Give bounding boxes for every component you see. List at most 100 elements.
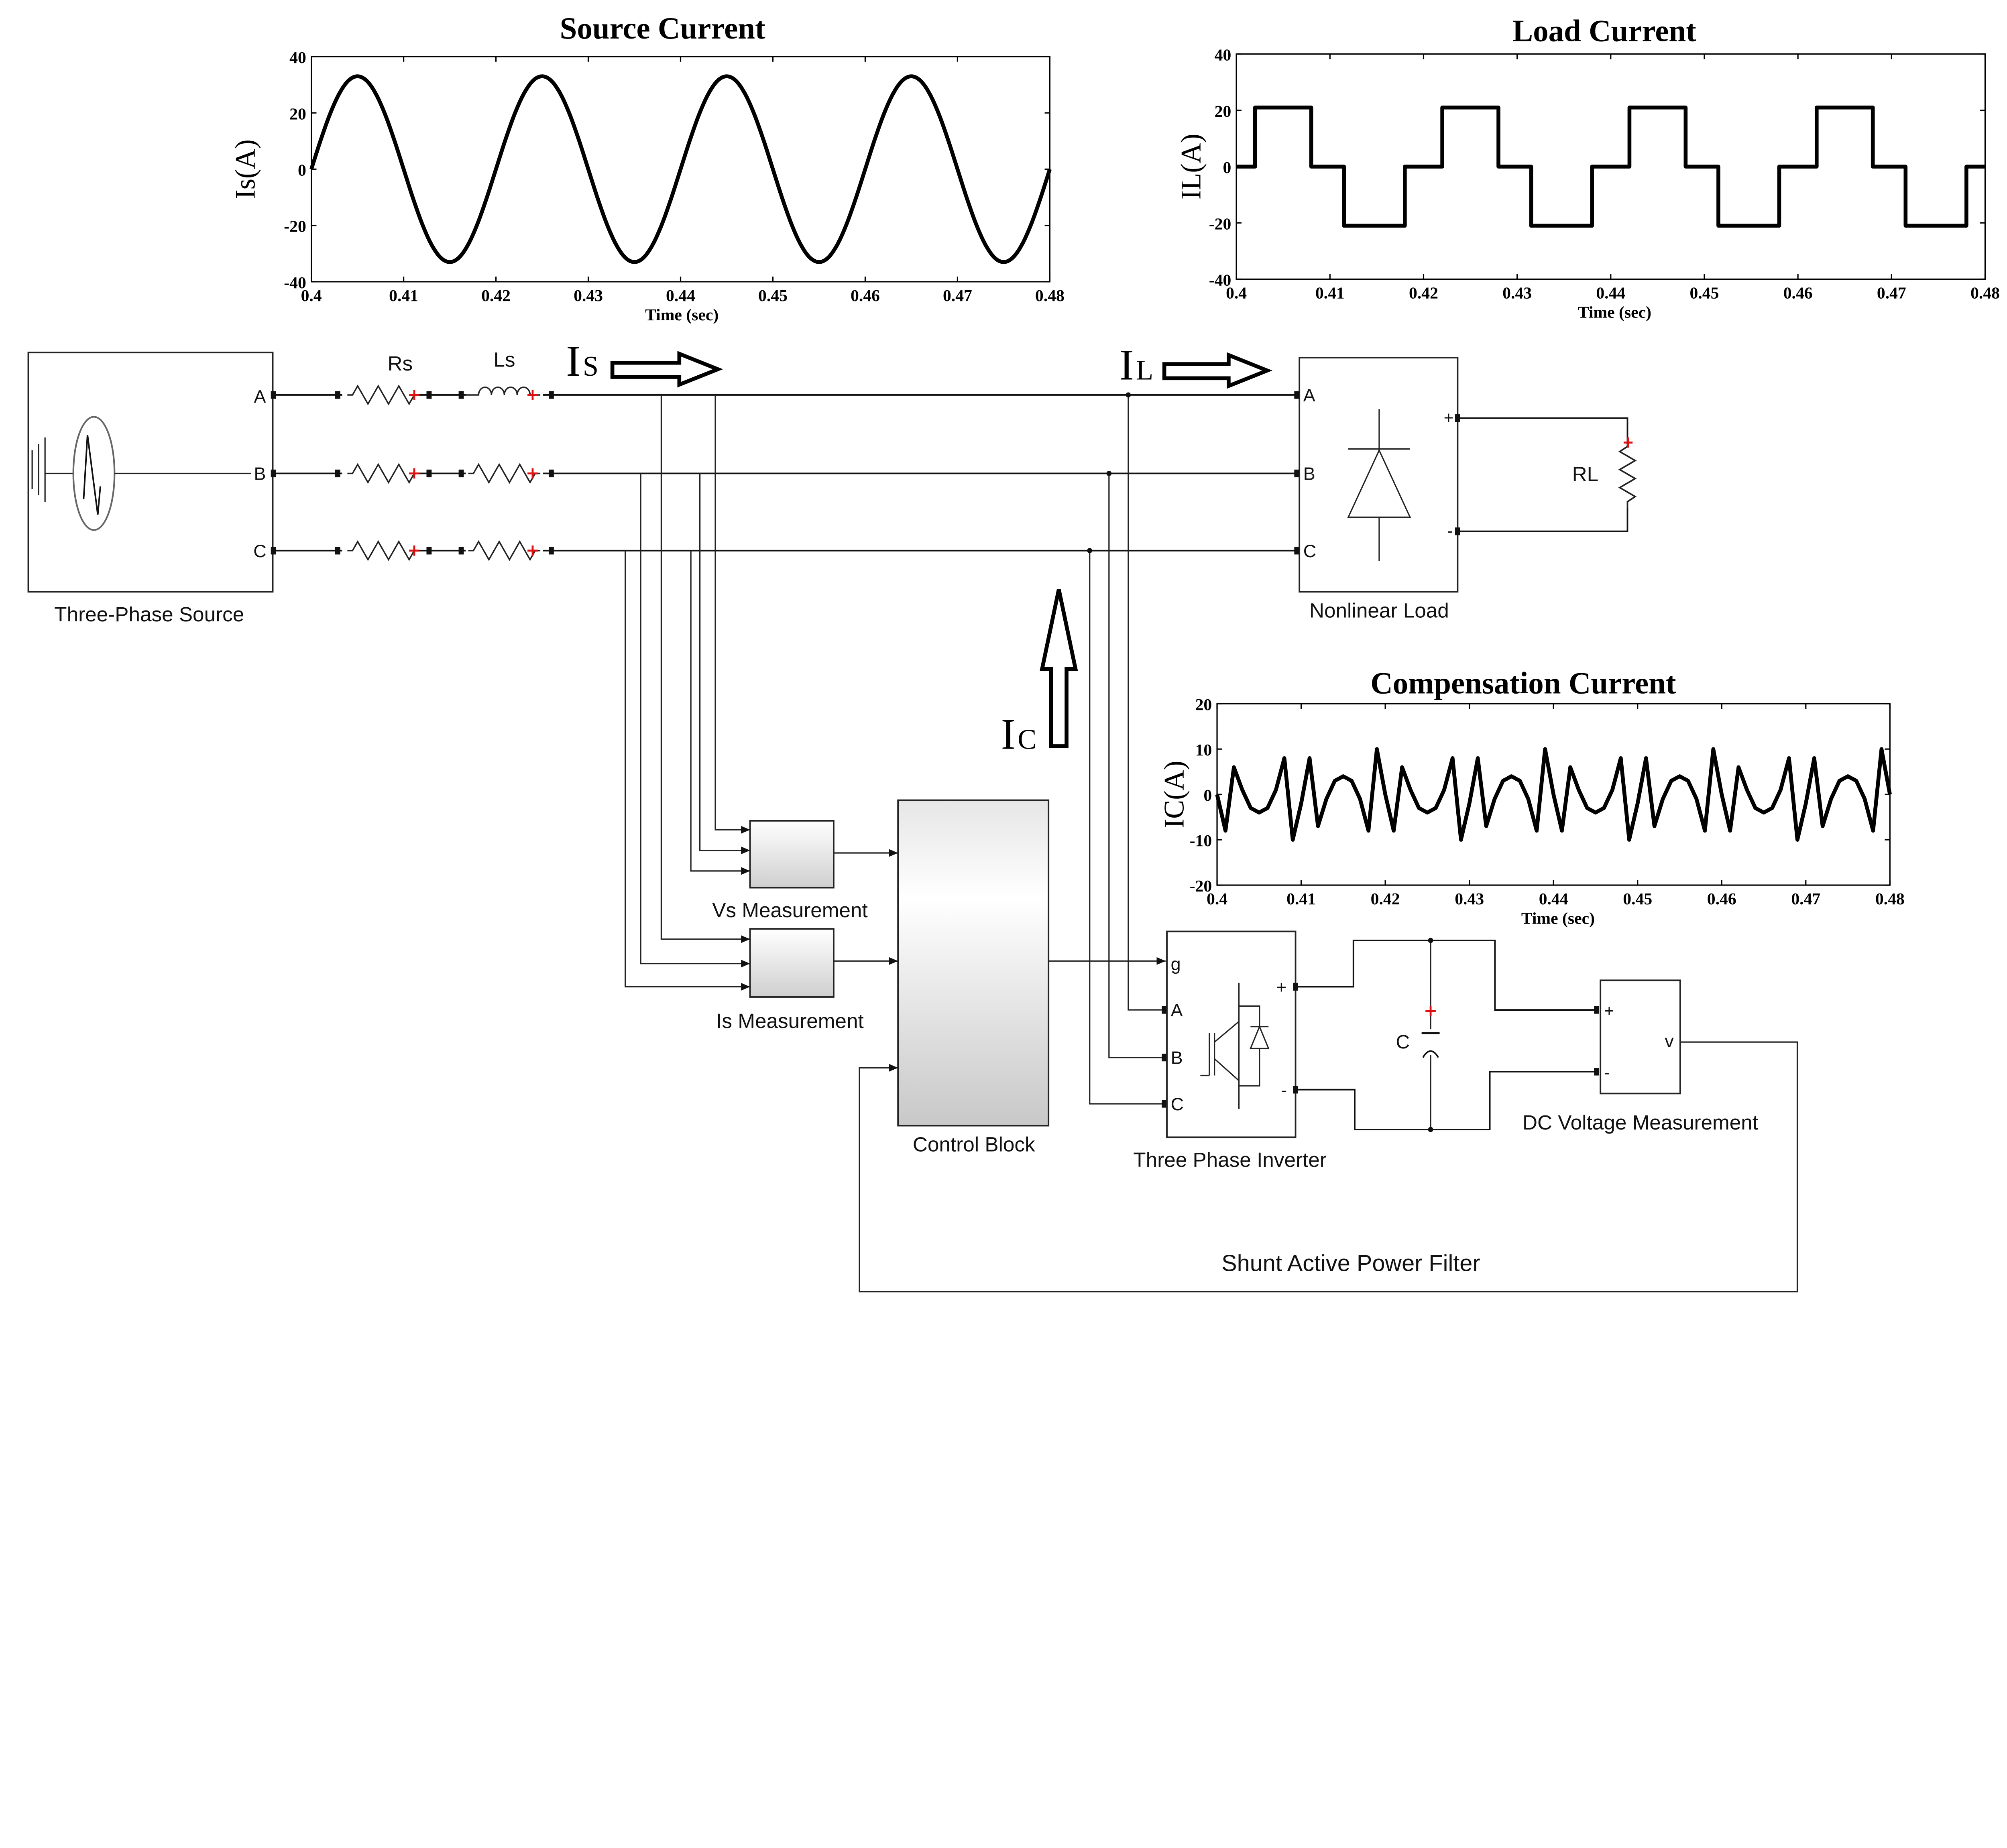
is-label-sub: S [583,351,598,382]
polarity-plus-icon [1425,1006,1436,1017]
y-axis-label: Is(A) [230,139,261,199]
il-arrow: I L [1119,341,1272,389]
y-tick-label: -20 [284,218,306,236]
x-tick-label: 0.47 [1791,890,1820,908]
shunt-apf-diagram: 0.4 0.41 0.42 0.43 0.44 0.45 0.46 0.47 0.48 40 20 0… [27,11,2000,1292]
x-tick-label: 0.43 [574,287,603,305]
x-axis-label: Time (sec) [1578,303,1651,322]
right-arrow-icon [1162,352,1272,389]
x-axis-label: Time (sec) [645,306,719,324]
system-label: Shunt Active Power Filter [1221,1251,1480,1276]
y-tick-label: 20 [1195,696,1212,714]
measurement-taps [625,395,750,991]
inverter-box[interactable] [1166,930,1297,1138]
source-port-b: B [254,464,266,484]
y-tick-label: -10 [1190,832,1212,850]
x-tick-label: 0.46 [1783,284,1813,303]
x-tick-label: 0.46 [851,287,880,305]
inverter-minus: - [1281,1080,1287,1100]
ic-arrow: I C [1001,588,1078,758]
junction-dot [1106,471,1112,476]
vs-measurement-block[interactable]: Vs Measurement [712,820,868,922]
y-tick-label: 10 [1195,741,1212,759]
port-terminal [271,469,276,478]
y-tick-label: -40 [1209,271,1231,290]
capacitor-label: C [1396,1031,1410,1053]
x-tick-label: 0.45 [1623,890,1652,908]
x-tick-label: 0.4 [1226,284,1247,303]
ic-label-sub: C [1018,724,1036,755]
dc-meas-plus: + [1604,1001,1614,1020]
x-tick-label: 0.47 [943,287,972,305]
port-terminal [1293,983,1298,991]
dc-capacitor: C [1396,1006,1440,1058]
dc-voltage-measurement-block[interactable]: + - v DC Voltage Measurement [1523,979,1758,1134]
polarity-plus-icon [1623,437,1633,448]
x-tick-label: 0.42 [481,287,511,305]
x-tick-label: 0.46 [1707,890,1736,908]
resistor-icon [1618,440,1637,509]
x-tick-label: 0.48 [1970,284,2000,303]
x-tick-label: 0.45 [758,287,788,305]
is-measurement-box[interactable] [749,928,835,998]
resistor-icon [347,540,419,561]
nonlinear-load-block[interactable]: A B C + - Nonlinear Load [1299,357,1459,622]
y-axis-label: IL(A) [1175,134,1207,199]
y-tick-label: -40 [284,274,306,292]
port-terminal [1455,414,1460,422]
dc-measurement-label: DC Voltage Measurement [1523,1111,1758,1134]
source-box[interactable] [27,352,274,593]
diode-bridge-icon [1347,409,1411,561]
junction-dot [1087,548,1093,554]
x-tick-label: 0.43 [1455,890,1484,908]
il-label-main: I [1119,341,1134,389]
x-tick-label: 0.41 [389,287,418,305]
dc-measurement-box[interactable] [1600,979,1681,1095]
control-label: Control Block [913,1133,1035,1156]
port-terminal [458,547,464,555]
x-tick-label: 0.44 [1596,284,1625,303]
inverter-port-g: g [1171,954,1181,974]
polarity-plus-icon [409,390,419,400]
port-terminal [458,391,464,399]
load-minus: - [1447,521,1453,540]
feedback-wire [859,1041,1798,1292]
source-label: Three-Phase Source [54,603,244,626]
igbt-icon [1200,983,1270,1109]
load-plus: + [1444,408,1453,427]
y-tick-label: -20 [1190,877,1212,896]
load-port-a: A [1303,385,1315,405]
dc-meas-output: v [1665,1031,1674,1051]
is-measurement-block[interactable]: Is Measurement [716,928,864,1032]
y-tick-label: 0 [1203,786,1212,805]
y-tick-label: 40 [289,49,306,67]
x-tick-label: 0.41 [1315,284,1345,303]
inverter-port-b: B [1171,1048,1183,1068]
port-terminal [1294,469,1300,478]
x-tick-label: 0.4 [1207,890,1227,908]
port-terminal [335,469,340,478]
vs-measurement-box[interactable] [749,820,835,889]
port-terminal [426,469,432,478]
port-terminal [1294,547,1300,555]
chart-title: Source Current [560,11,765,45]
port-terminal [548,391,554,399]
three-phase-source-block[interactable]: A B C Three-Phase Source [27,352,274,626]
ic-label-main: I [1001,710,1016,758]
is-label-main: I [566,337,580,385]
x-tick-label: 0.48 [1875,890,1905,908]
dc-meas-minus: - [1604,1063,1610,1082]
y-tick-label: 40 [1215,46,1231,65]
rl-resistor: RL [1457,417,1637,532]
port-terminal [1594,1068,1599,1076]
three-phase-inverter-block[interactable]: g A B C + - Three Phase Inverter [1133,930,1327,1172]
control-box[interactable] [897,799,1050,1127]
control-block[interactable]: Control Block [897,799,1050,1156]
series-line [309,74,1052,264]
rl-label: RL [1572,463,1599,486]
il-label-sub: L [1136,355,1153,386]
x-axis-label: Time (sec) [1521,909,1595,928]
ac-source-icon [31,416,251,531]
x-tick-label: 0.42 [1409,284,1438,303]
